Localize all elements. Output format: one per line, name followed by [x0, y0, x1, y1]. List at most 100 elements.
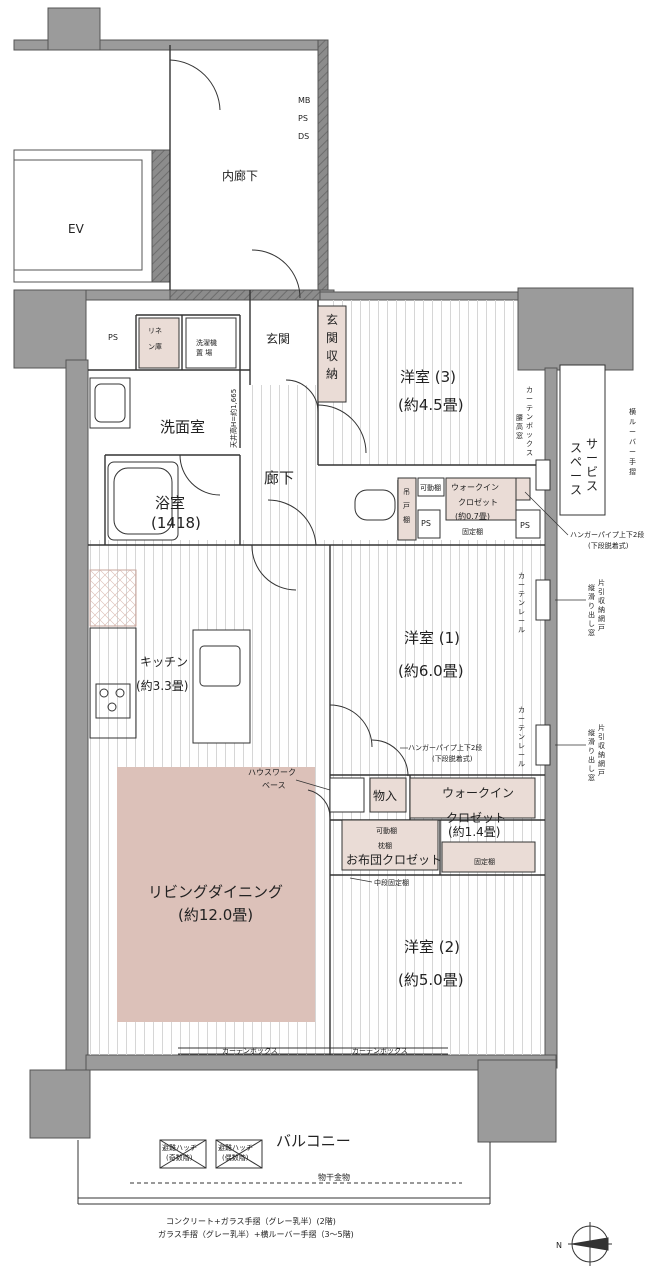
hatch1-line2: (奇数階) — [166, 1153, 193, 1162]
louver-3: ー — [629, 428, 636, 436]
cr1-3: テ — [518, 590, 525, 598]
sliding-window-label-1: 片 引 収 納 網 戸 縦 滑 り 出 し 窓 — [588, 578, 605, 637]
fixed-shelf-2-box — [441, 841, 536, 873]
wall-left — [65, 359, 89, 1071]
sw1-1: 片 — [598, 578, 605, 587]
wall-top-right — [319, 291, 519, 301]
cr1-5: レ — [518, 608, 525, 616]
storage-in-label: 物入 — [373, 789, 397, 803]
washroom-label: 洗面室 — [160, 418, 205, 436]
service-5: ス — [570, 441, 582, 455]
hanger-note-1b: (下段脱着式) — [588, 541, 629, 550]
sw2-b6: 窓 — [588, 773, 595, 782]
cbv-2: ー — [526, 395, 533, 403]
louver-1: 横 — [629, 407, 636, 416]
sw2-b1: 縦 — [588, 728, 595, 737]
pillow-shelf: 枕棚 — [378, 841, 392, 850]
ds-label: DS — [298, 132, 309, 141]
wall-corridor-right — [317, 39, 329, 299]
wic2-line2: クロゼット — [446, 811, 506, 825]
wall-hatched-top — [169, 289, 321, 301]
ps-label-c: PS — [520, 521, 530, 530]
movable-shelf-small-box — [417, 477, 445, 497]
sw2-1: 片 — [598, 723, 605, 732]
ev-inner — [13, 159, 143, 271]
sw1-b2: 滑 — [588, 592, 595, 601]
sw1-b4: 出 — [588, 610, 595, 619]
curtain-rail-label-2: カ ー テ ン レ ー ル — [518, 706, 525, 768]
wall-column-top — [47, 7, 101, 51]
corridor-label: 廊下 — [264, 469, 294, 487]
curtain-box-1: カーテンボックス — [222, 1047, 278, 1055]
washer-label-2: 置 場 — [196, 348, 212, 357]
western3-name: 洋室 (3) — [400, 368, 456, 386]
louver-2: ル — [629, 418, 636, 426]
ps-label-a: PS — [108, 333, 118, 342]
cr1-6: ー — [518, 617, 525, 625]
balcony-column-right — [477, 1059, 557, 1143]
hatch2-line2: (偶数階) — [222, 1153, 249, 1162]
cr2-7: ル — [518, 760, 525, 768]
wic2-line1: ウォークイン — [442, 786, 514, 800]
sw1-b1: 縦 — [588, 583, 595, 592]
sw2-5: 網 — [598, 759, 605, 768]
service-8: ス — [570, 483, 582, 497]
fixed-shelf-2: 固定棚 — [474, 857, 495, 866]
genkan-storage-1: 玄 — [326, 312, 338, 327]
sw2-4: 納 — [598, 750, 605, 759]
cr2-1: カ — [518, 706, 525, 714]
curtain-boxes — [178, 1047, 448, 1055]
living-highlight — [117, 767, 315, 1022]
cr2-4: ン — [518, 733, 525, 741]
cr1-4: ン — [518, 599, 525, 607]
hanger-note-1: ハンガーパイプ上下2段 — [570, 530, 644, 539]
sw2-b2: 滑 — [588, 737, 595, 746]
sw1-5: 網 — [598, 614, 605, 623]
louver-6: 手 — [629, 457, 636, 466]
sw1-3: 収 — [598, 597, 605, 605]
storage — [138, 305, 541, 873]
compass-icon — [568, 1222, 612, 1266]
hanging-shelf-2: 戸 — [403, 502, 410, 510]
sw2-b5: し — [588, 765, 595, 773]
cr2-6: ー — [518, 751, 525, 759]
compass-label: N — [556, 1241, 562, 1250]
laundry-rail: 物干金物 — [318, 1172, 350, 1182]
wic2-box — [409, 777, 536, 819]
sw2-b4: 出 — [588, 755, 595, 764]
cbv-7: ク — [526, 440, 533, 448]
western3-size: (約4.5畳) — [398, 396, 464, 414]
genkan-storage-4: 納 — [326, 367, 338, 381]
service-2: ー — [586, 451, 598, 465]
western2-size: (約5.0畳) — [398, 971, 464, 989]
western1-size: (約6.0畳) — [398, 662, 464, 680]
ps-label-b: PS — [421, 519, 431, 528]
living-size: (約12.0畳) — [178, 906, 253, 924]
cr2-5: レ — [518, 742, 525, 750]
hanger-note-2: ハンガーパイプ上下2段 — [408, 743, 482, 752]
ps-b-box — [417, 509, 441, 539]
louver-5: ー — [629, 448, 636, 456]
balcony-column-left — [29, 1069, 91, 1139]
cr1-7: ル — [518, 626, 525, 634]
wall-right-top — [517, 287, 634, 371]
wic1-box — [445, 477, 517, 521]
mid-fixed-shelf: 中段固定棚 — [374, 878, 409, 887]
housework-2: ベース — [262, 781, 286, 790]
sw1-b6: 窓 — [588, 628, 595, 637]
hatch1-line1: 避難ハッチ — [162, 1143, 197, 1152]
hanging-shelf — [397, 477, 417, 541]
kitchen-name: キッチン — [140, 655, 188, 669]
sliding-window-label-2: 片 引 収 納 網 戸 縦 滑 り 出 し 窓 — [588, 723, 605, 782]
floors — [88, 300, 545, 1055]
ev-label: EV — [68, 222, 85, 236]
hanging-shelf-3: 棚 — [403, 515, 410, 524]
sw2-6: 戸 — [598, 769, 605, 777]
service-1: サ — [586, 437, 598, 451]
wic1-line2: クロゼット — [458, 497, 498, 507]
bath-size: (1418) — [151, 514, 201, 532]
kitchen-tile — [89, 569, 137, 627]
balcony-rail — [77, 1139, 491, 1205]
